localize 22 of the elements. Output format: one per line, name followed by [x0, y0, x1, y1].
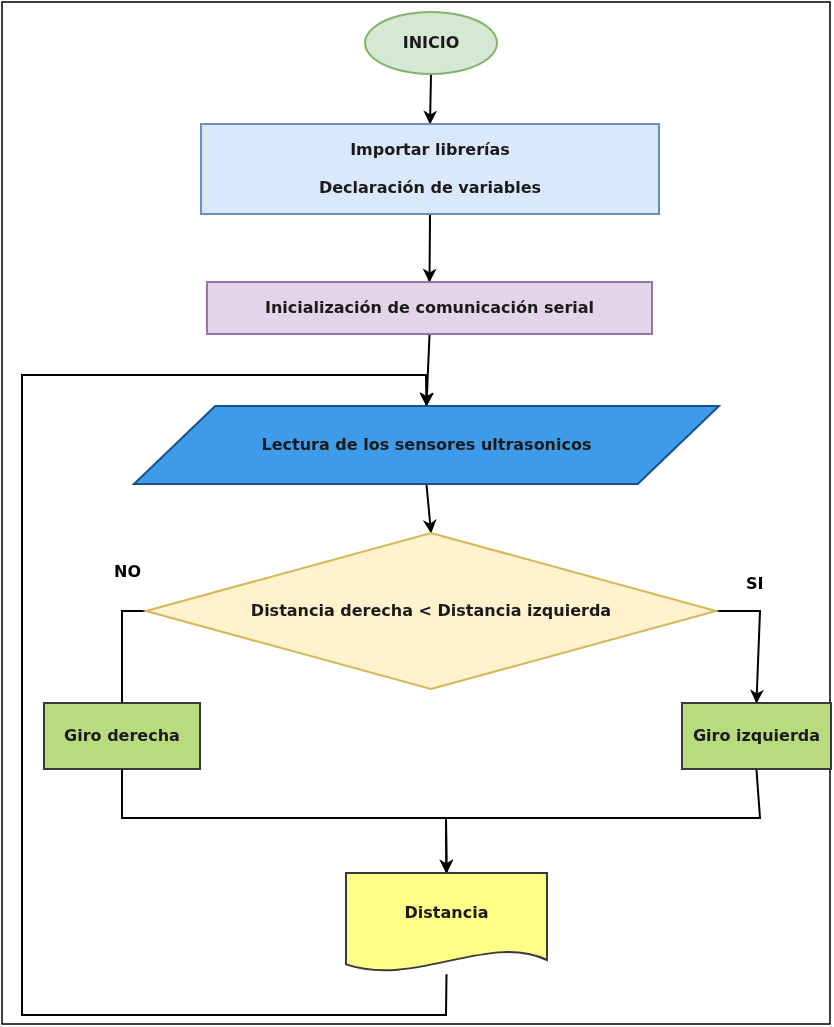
process-box [200, 123, 660, 215]
arrow [423, 74, 438, 125]
node-text: Distancia [404, 903, 489, 923]
node-text: Giro derecha [64, 726, 180, 746]
node-text: Lectura de los sensores ultrasonicos [261, 435, 592, 455]
arrow [439, 769, 762, 874]
arrow [422, 484, 437, 534]
node-text: Giro izquierda [692, 726, 821, 746]
process-box [43, 702, 201, 770]
node-text: INICIO [402, 33, 460, 53]
process-box [681, 702, 832, 770]
node-text: Inicialización de comunicación serial [264, 298, 595, 318]
arrow [422, 214, 437, 283]
node-text: Importar librerías [350, 140, 510, 160]
decision-diamond [145, 532, 717, 690]
input-parallelogram [133, 405, 720, 485]
node-text: Distancia derecha < Distancia izquierda [250, 601, 612, 621]
process-box [206, 281, 653, 335]
node-text: Declaración de variables [318, 178, 542, 198]
arrow [716, 610, 764, 704]
start-ellipse [364, 11, 498, 75]
arrow [21, 374, 448, 1016]
